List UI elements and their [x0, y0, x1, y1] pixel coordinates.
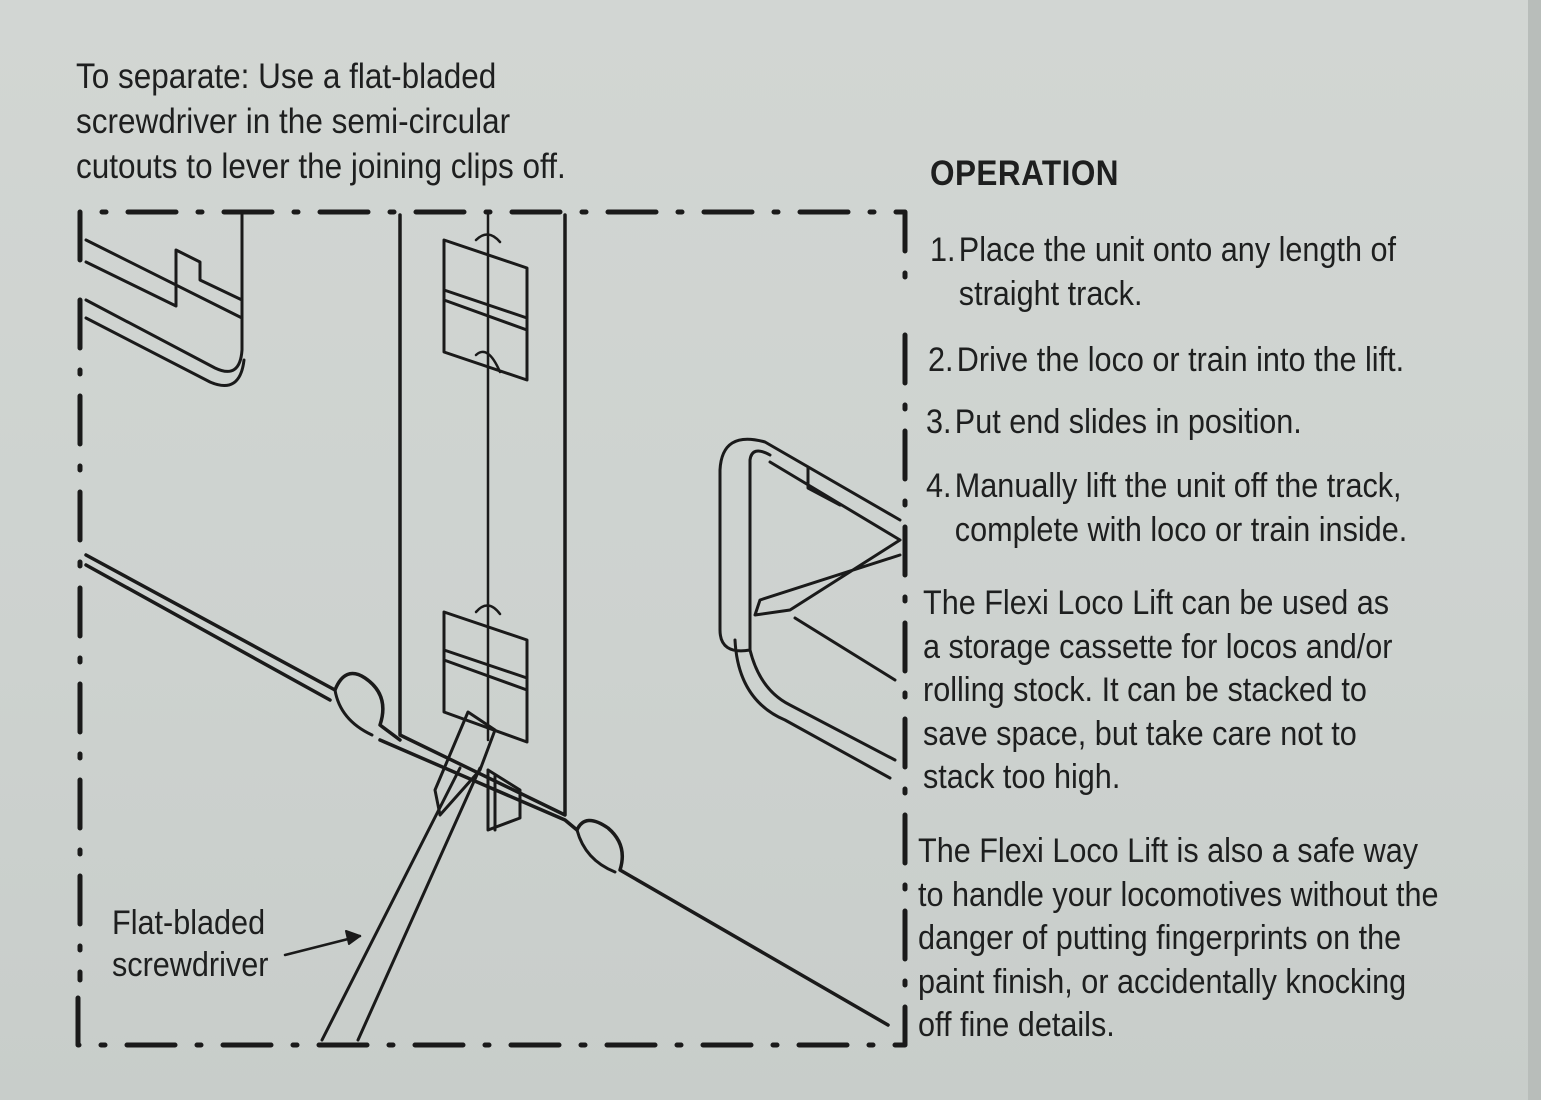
screwdriver-shaft [320, 766, 482, 1042]
step-text: Manually lift the unit off the track, [954, 467, 1402, 505]
paragraph-line: save space, but take care not to [923, 714, 1357, 753]
step-number: 4. [926, 467, 952, 505]
lower-joining-clip [442, 610, 529, 744]
base-rail [84, 553, 890, 1027]
step-number: 2. [928, 341, 954, 379]
lower-clip-knob [474, 604, 502, 616]
callout-line: Flat-bladed [112, 904, 266, 942]
storage-paragraph: The Flexi Loco Lift can be used as a sto… [923, 582, 1392, 800]
intro-line: To separate: Use a flat-bladed [76, 57, 497, 96]
upper-joining-clip [442, 238, 529, 382]
upper-clip-knob [474, 233, 502, 374]
intro-line: screwdriver in the semi-circular [76, 102, 511, 141]
step-text: straight track. [958, 275, 1143, 313]
paragraph-line: a storage cassette for locos and/or [923, 627, 1393, 666]
step-text: Put end slides in position. [954, 403, 1302, 441]
callout-line: screwdriver [112, 946, 269, 984]
semi-circular-cutout [575, 828, 617, 874]
top-left-rail [84, 210, 246, 387]
paragraph-line: rolling stock. It can be stacked to [923, 671, 1367, 709]
paragraph-line: to handle your locomotives without the [918, 875, 1439, 914]
separation-instructions: To separate: Use a flat-bladed screwdriv… [76, 54, 580, 189]
operation-step-2: 2.Drive the loco or train into the lift. [928, 338, 1404, 382]
step-text: Place the unit onto any length of [958, 231, 1397, 269]
callout-arrowhead [345, 930, 361, 945]
paragraph-line: off fine details. [918, 1006, 1115, 1044]
right-end-frame [718, 437, 902, 780]
clip-block [486, 768, 522, 832]
semi-circular-cutout [333, 688, 374, 737]
operation-step-4: 4.Manually lift the unit off the track, … [926, 464, 1407, 552]
paragraph-line: paint finish, or accidentally knocking [918, 962, 1407, 1001]
central-panel [398, 213, 567, 817]
operation-step-3: 3.Put end slides in position. [926, 400, 1302, 444]
screwdriver-callout: Flat-bladed screwdriver [112, 902, 268, 986]
operation-step-1: 1.Place the unit onto any length of stra… [930, 228, 1396, 316]
step-number: 3. [926, 403, 952, 441]
sheet-edge [1528, 0, 1541, 1100]
paragraph-line: danger of putting fingerprints on the [918, 919, 1402, 957]
operation-heading: OPERATION [930, 154, 1119, 193]
screwdriver-tip [433, 710, 497, 817]
handling-paragraph: The Flexi Loco Lift is also a safe way t… [918, 830, 1439, 1048]
step-text: Drive the loco or train into the lift. [956, 341, 1405, 379]
paragraph-line: stack too high. [923, 758, 1121, 796]
paragraph-line: The Flexi Loco Lift can be used as [923, 584, 1390, 622]
step-number: 1. [930, 231, 956, 269]
dash-dot-border [75, 209, 908, 1048]
step-text: complete with loco or train inside. [954, 511, 1408, 549]
paragraph-line: The Flexi Loco Lift is also a safe way [918, 832, 1419, 870]
intro-line: cutouts to lever the joining clips off. [76, 147, 566, 186]
